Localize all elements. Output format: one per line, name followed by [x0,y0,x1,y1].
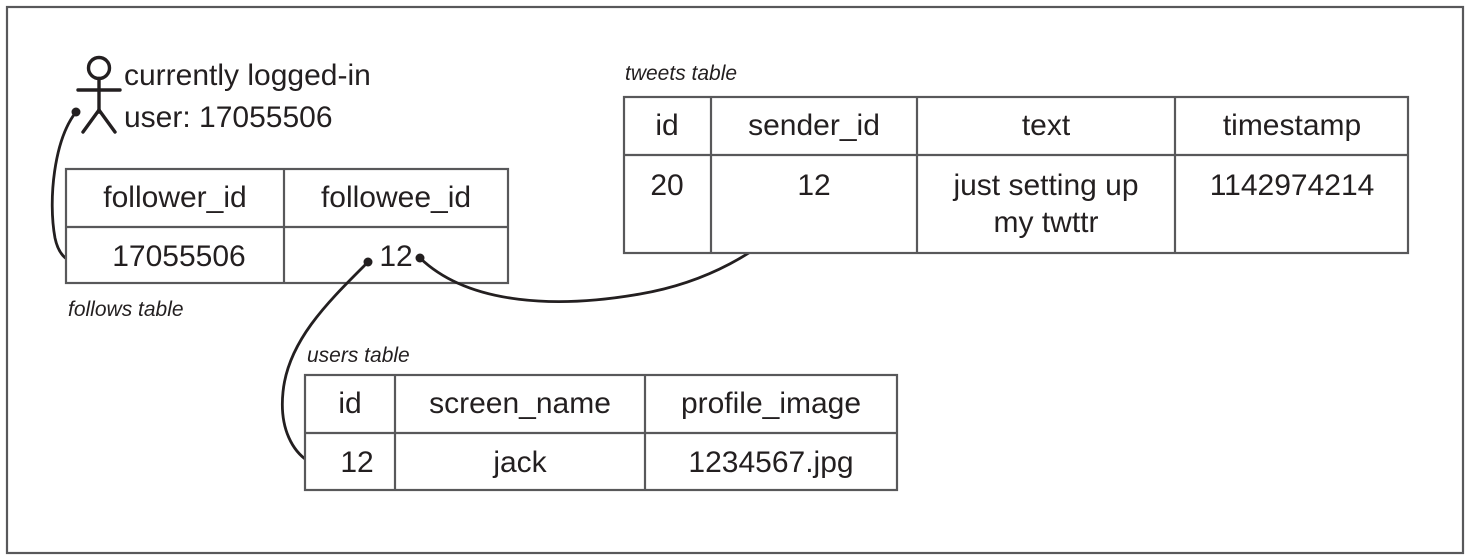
table-tweets-header-sender-id: sender_id [748,109,880,142]
table-follows-header-follower-id: follower_id [103,181,246,214]
table-tweets-header-text: text [1022,109,1071,142]
table-tweets-outline [622,95,1410,255]
logged-in-user-line2: user: 17055506 [124,101,333,134]
table-follows: follower_id followee_id 17055506 12 [64,167,510,285]
table-users-cell-profile-image: 1234567.jpg [688,446,853,479]
table-users-header-screen-name: screen_name [429,387,611,420]
table-follows-caption: follows table [68,298,184,321]
table-tweets: id sender_id text timestamp 20 12 just s… [622,95,1410,255]
table-tweets-cell-sender-id: 12 [797,169,830,202]
table-follows-cell-followee-id: 12 [379,240,412,273]
table-tweets-cell-text-line1: just setting up [952,169,1138,202]
logged-in-user-figure [76,55,122,134]
table-tweets-cell-id: 20 [650,169,683,202]
table-users-header-id: id [338,387,361,420]
table-follows-cell-follower-id: 17055506 [112,240,245,273]
table-tweets-header-timestamp: timestamp [1223,109,1361,142]
table-users: id screen_name profile_image 12 jack 123… [303,373,899,492]
logged-in-user-line1: currently logged-in [124,59,371,92]
table-users-header-profile-image: profile_image [681,387,861,420]
table-tweets-cell-timestamp: 1142974214 [1210,169,1375,202]
table-tweets-caption: tweets table [625,62,737,85]
table-users-cell-screen-name: jack [492,446,547,479]
table-follows-header-followee-id: followee_id [321,181,471,214]
table-tweets-cell-text-line2: my twttr [994,206,1099,239]
person-left-leg-icon [81,108,101,134]
person-head-icon [86,55,112,81]
table-users-caption: users table [307,344,410,367]
table-tweets-header-id: id [655,109,678,142]
figure-border [5,5,1465,555]
table-users-cell-id: 12 [340,446,373,479]
person-right-leg-icon [97,108,117,134]
connector-path [280,260,370,463]
